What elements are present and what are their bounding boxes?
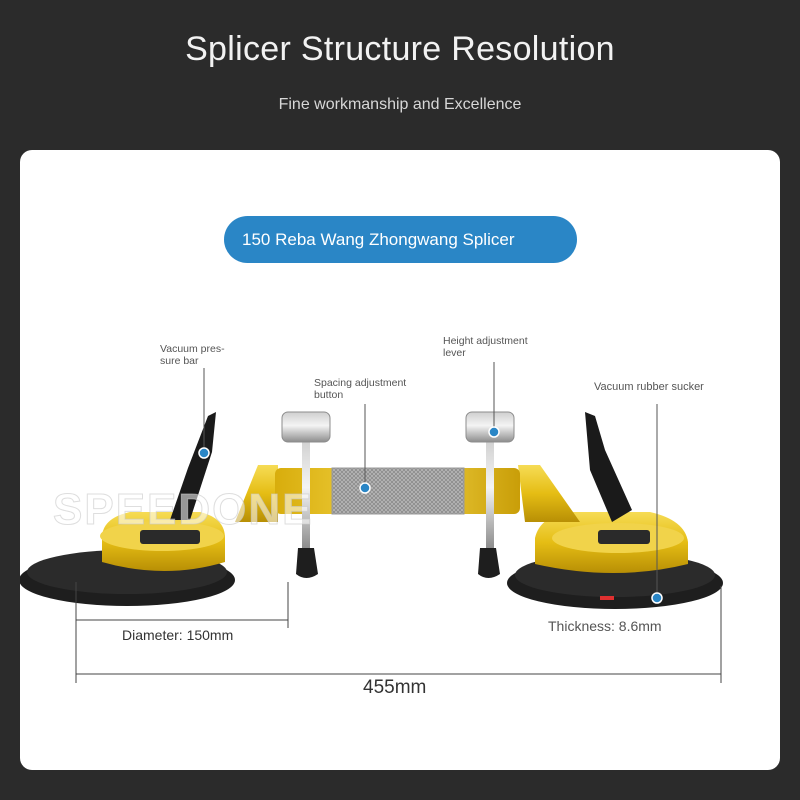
- label-vacuum-pressure-bar: Vacuum pres- sure bar: [160, 343, 225, 367]
- label-line: button: [314, 389, 344, 401]
- right-vacuum-lever: [585, 412, 632, 522]
- label-spacing-adjustment-button: Spacing adjustment button: [314, 377, 406, 401]
- watermark: SPEEDONE: [53, 485, 314, 535]
- callout-dot-spacing: [359, 482, 371, 494]
- right-adjust-screw: [465, 411, 515, 578]
- page-subtitle: Fine workmanship and Excellence: [278, 96, 522, 113]
- left-arm: [235, 465, 278, 522]
- label-vacuum-rubber-sucker: Vacuum rubber sucker: [594, 381, 704, 393]
- callout-dot-sucker: [651, 592, 663, 604]
- total-length-label: 455mm: [363, 677, 427, 698]
- splicer-illustration: [20, 362, 723, 683]
- label-line: Height adjustment: [443, 335, 528, 347]
- product-name-badge: 150 Reba Wang Zhongwang Splicer: [224, 216, 577, 263]
- right-suction-cup: [507, 512, 723, 609]
- dimension-lines: [75, 582, 722, 683]
- label-line: sure bar: [160, 355, 199, 367]
- left-adjust-screw: [281, 411, 331, 578]
- label-line: Spacing adjustment: [314, 377, 407, 389]
- callout-dot-pressure-bar: [198, 447, 210, 459]
- diameter-label: Diameter: 150mm: [122, 627, 234, 643]
- product-card: 150 Reba Wang Zhongwang Splicer: [20, 150, 780, 770]
- spacing-bar: [275, 467, 520, 515]
- label-height-adjustment-lever: Height adjustment lever: [443, 335, 528, 359]
- callout-dot-height: [488, 426, 500, 438]
- right-arm: [518, 465, 580, 522]
- page-title: Splicer Structure Resolution: [185, 30, 615, 68]
- thickness-label: Thickness: 8.6mm: [548, 618, 662, 634]
- label-line: Vacuum pres-: [160, 343, 225, 355]
- label-line: lever: [443, 347, 466, 359]
- left-suction-cup: [20, 512, 235, 606]
